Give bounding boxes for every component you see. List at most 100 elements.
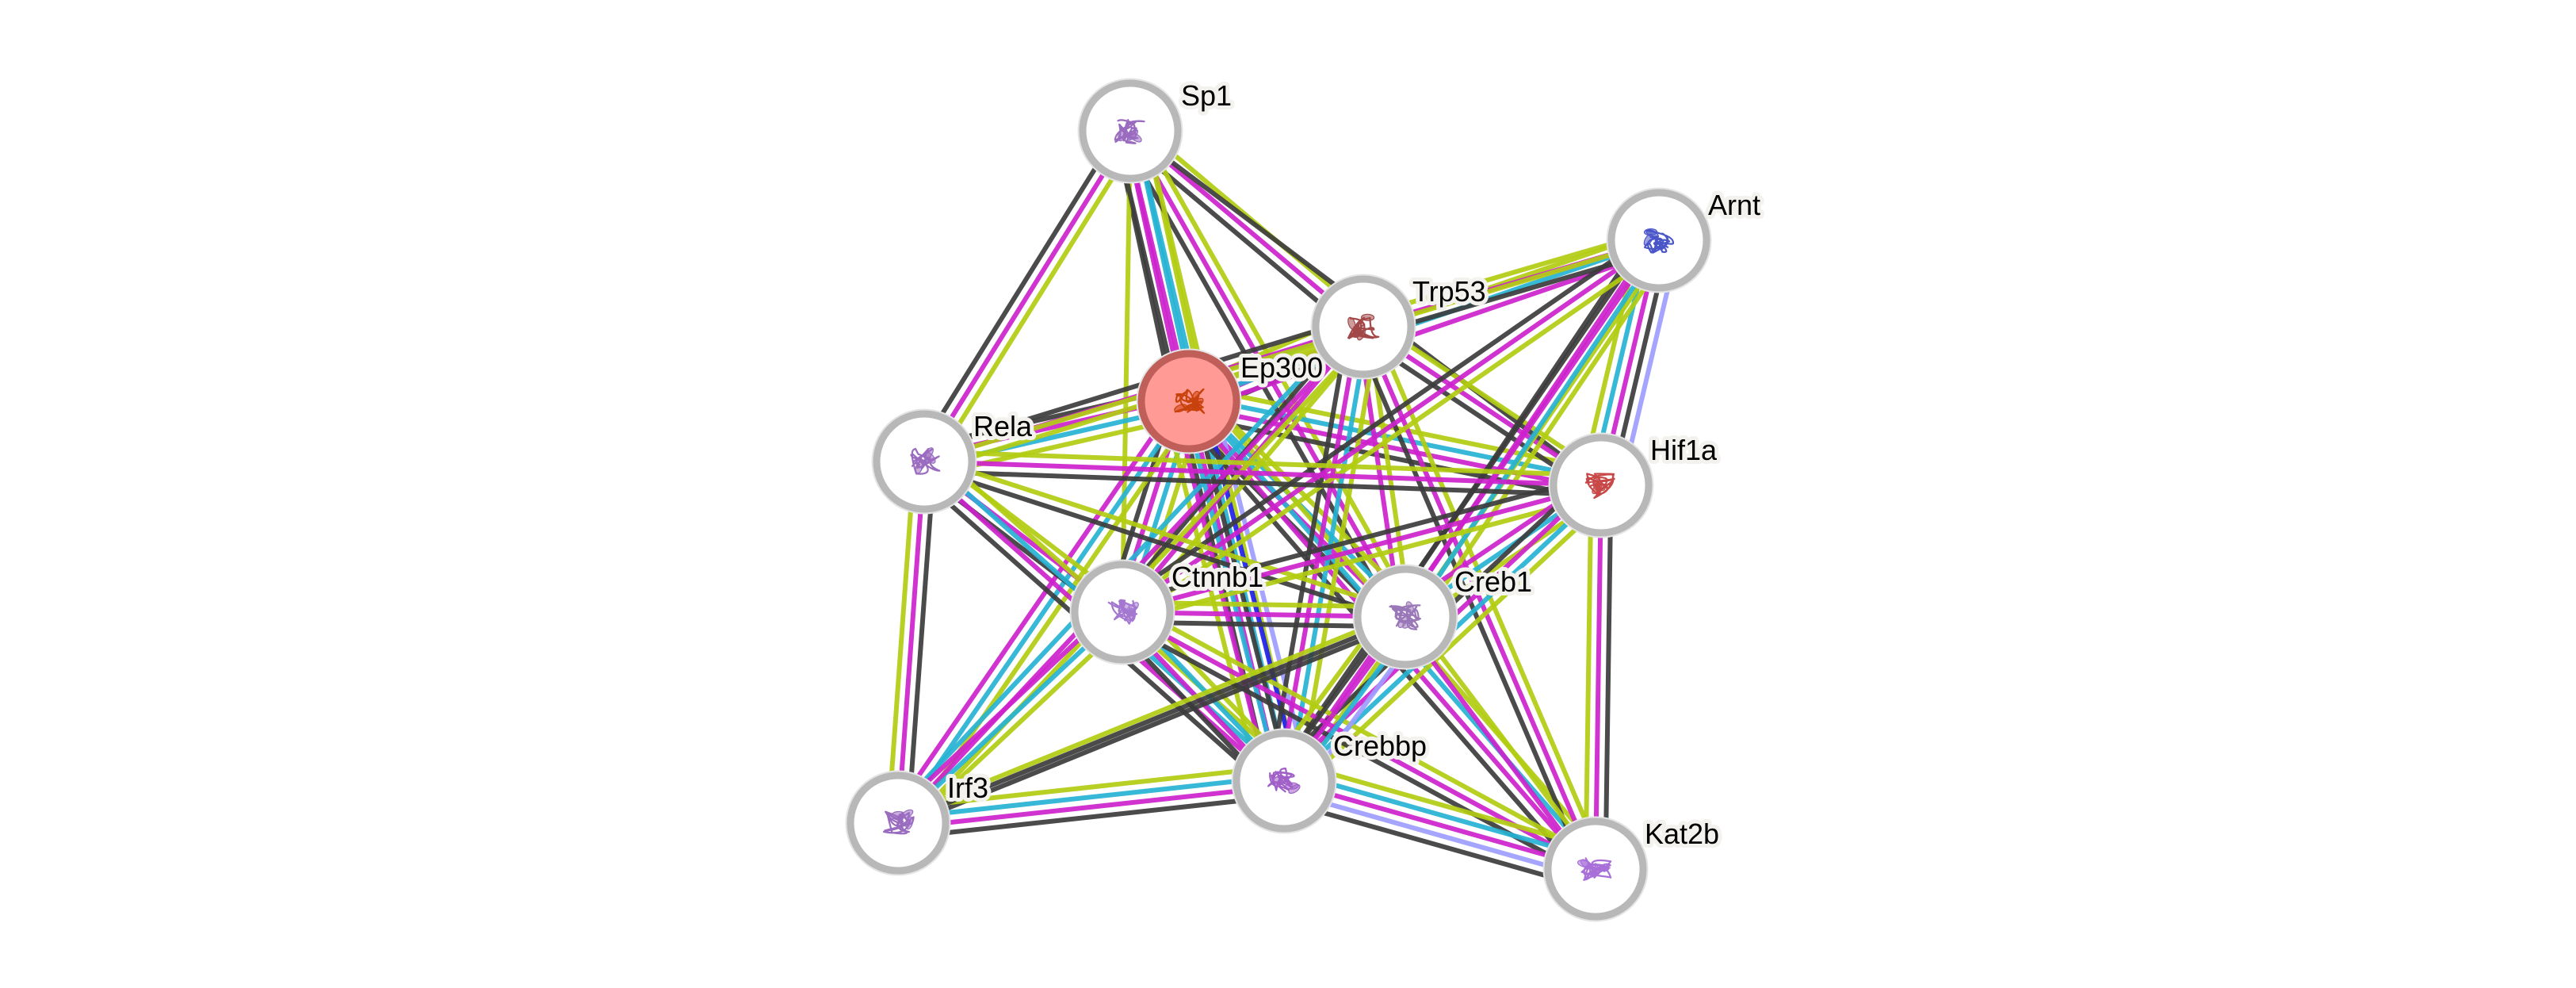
edge-hif1a-kat2b[interactable] [1583, 484, 1614, 870]
edge-rela-hif1a[interactable] [923, 449, 1602, 498]
node-sp1[interactable] [1077, 78, 1183, 184]
edge-line-textmining [1292, 494, 1613, 794]
node-label-irf3[interactable]: Irf3 [943, 768, 992, 808]
node-kat2b[interactable] [1542, 816, 1649, 922]
node-label-sp1[interactable]: Sp1 [1177, 75, 1236, 116]
edge-creb1-irf3[interactable] [895, 610, 1408, 830]
protein-structure-icon [1389, 604, 1421, 630]
edge-crebbp-kat2b[interactable] [1278, 760, 1602, 890]
node-label-arnt[interactable]: Arnt [1704, 185, 1764, 225]
node-shadow [1548, 432, 1654, 538]
edge-line-coexpression [1603, 485, 1614, 870]
edge-line-coexpression [1390, 230, 1649, 611]
node-label-rela[interactable]: Rela [969, 406, 1037, 446]
edge-line-textmining [924, 454, 1408, 615]
edge-line-experimental [1191, 247, 1664, 413]
edge-line-experimental [1593, 484, 1603, 870]
node-creb1[interactable] [1352, 564, 1458, 670]
helix-icon [1592, 482, 1603, 495]
edge-line-textmining [1124, 492, 1604, 624]
edge-sp1-rela[interactable] [913, 124, 1141, 469]
helix-icon [1577, 860, 1591, 868]
node-label-hif1a[interactable]: Hif1a [1646, 430, 1722, 470]
edge-line-coexpression [896, 615, 1407, 825]
edge-rela-irf3[interactable] [885, 460, 937, 825]
edge-line-textmining [1407, 612, 1602, 868]
node-circle[interactable] [1312, 275, 1415, 378]
helix-icon [1174, 404, 1187, 413]
edge-arnt-rela[interactable] [923, 238, 1660, 464]
helix-icon [1356, 327, 1366, 341]
edge-irf3-creb1[interactable] [896, 615, 1407, 825]
node-label-trp53[interactable]: Trp53 [1408, 271, 1490, 312]
edge-line-experimental [922, 129, 1133, 463]
edge-line-curated-database [896, 400, 1191, 825]
node-arnt[interactable] [1606, 187, 1712, 293]
helix-icon [1401, 618, 1414, 629]
helix-icon [1589, 867, 1603, 876]
edge-line-textmining [885, 460, 917, 823]
edge-line-textmining [895, 610, 1405, 821]
protein-structure-icon [1347, 316, 1380, 339]
node-shadow [1310, 274, 1416, 380]
node-label-creb1[interactable]: Creb1 [1450, 561, 1536, 602]
helix-icon [923, 447, 934, 460]
edge-line-coexpression [905, 461, 937, 825]
helix-icon [1643, 233, 1653, 247]
node-irf3[interactable] [845, 770, 951, 876]
node-label-ctnnb1[interactable]: Ctnnb1 [1168, 557, 1267, 597]
edge-line-textmining [931, 135, 1141, 469]
edge-line-coexpression [1115, 230, 1655, 607]
edge-line-textmining [1128, 331, 1373, 621]
protein-structure-icon [1584, 473, 1615, 500]
protein-structure-icon [1644, 229, 1675, 254]
edge-line-experimental [898, 783, 1286, 831]
node-shadow [845, 770, 951, 876]
edge-arnt-creb1[interactable] [1390, 230, 1674, 627]
edge-line-experimental [1122, 483, 1602, 615]
edge-line-textmining [1288, 760, 1602, 852]
node-ctnnb1[interactable] [1069, 559, 1175, 665]
node-trp53[interactable] [1310, 274, 1416, 380]
helix-icon [1288, 783, 1301, 795]
edge-line-experimental [1399, 236, 1657, 616]
node-rela[interactable] [871, 408, 977, 515]
edge-line-experimental [923, 459, 1602, 488]
edge-line-textmining [1416, 247, 1674, 627]
edge-line-homology [1280, 788, 1594, 881]
node-hif1a[interactable] [1548, 432, 1654, 538]
helix-icon [1271, 775, 1284, 785]
edge-line-curated-database [1286, 327, 1371, 783]
edge-line-experimental [1187, 404, 1601, 493]
node-label-crebbp[interactable]: Crebbp [1329, 726, 1431, 766]
edge-hif1a-ctnnb1[interactable] [1119, 473, 1604, 624]
edge-line-coexpression [1278, 798, 1592, 890]
helix-icon [1361, 313, 1375, 321]
edge-crebbp-irf3[interactable] [896, 764, 1286, 841]
edge-line-textmining [896, 764, 1283, 811]
edge-creb1-kat2b[interactable] [1399, 612, 1602, 874]
edge-line-coexpression [913, 124, 1124, 458]
edge-line-experimental [1399, 618, 1594, 874]
node-label-ep300[interactable]: Ep300 [1236, 347, 1327, 388]
node-shadow [1136, 348, 1242, 454]
edge-line-coexpression [1119, 473, 1599, 605]
edge-line-coexpression [923, 469, 1601, 498]
node-ep300[interactable] [1136, 348, 1242, 454]
helix-icon [1405, 601, 1415, 615]
node-shadow [871, 408, 977, 515]
edge-line-coexpression [899, 793, 1286, 841]
edge-rela-creb1[interactable] [922, 454, 1408, 624]
helix-icon [1118, 128, 1126, 142]
node-label-kat2b[interactable]: Kat2b [1641, 814, 1723, 854]
edge-line-textmining [924, 449, 1602, 478]
helix-icon [1191, 390, 1200, 404]
node-shadow [1352, 564, 1458, 670]
helix-icon [900, 809, 914, 819]
helix-icon [1127, 129, 1138, 141]
node-shadow [1542, 816, 1649, 922]
protein-structure-icon [1267, 768, 1295, 793]
node-crebbp[interactable] [1231, 728, 1337, 834]
